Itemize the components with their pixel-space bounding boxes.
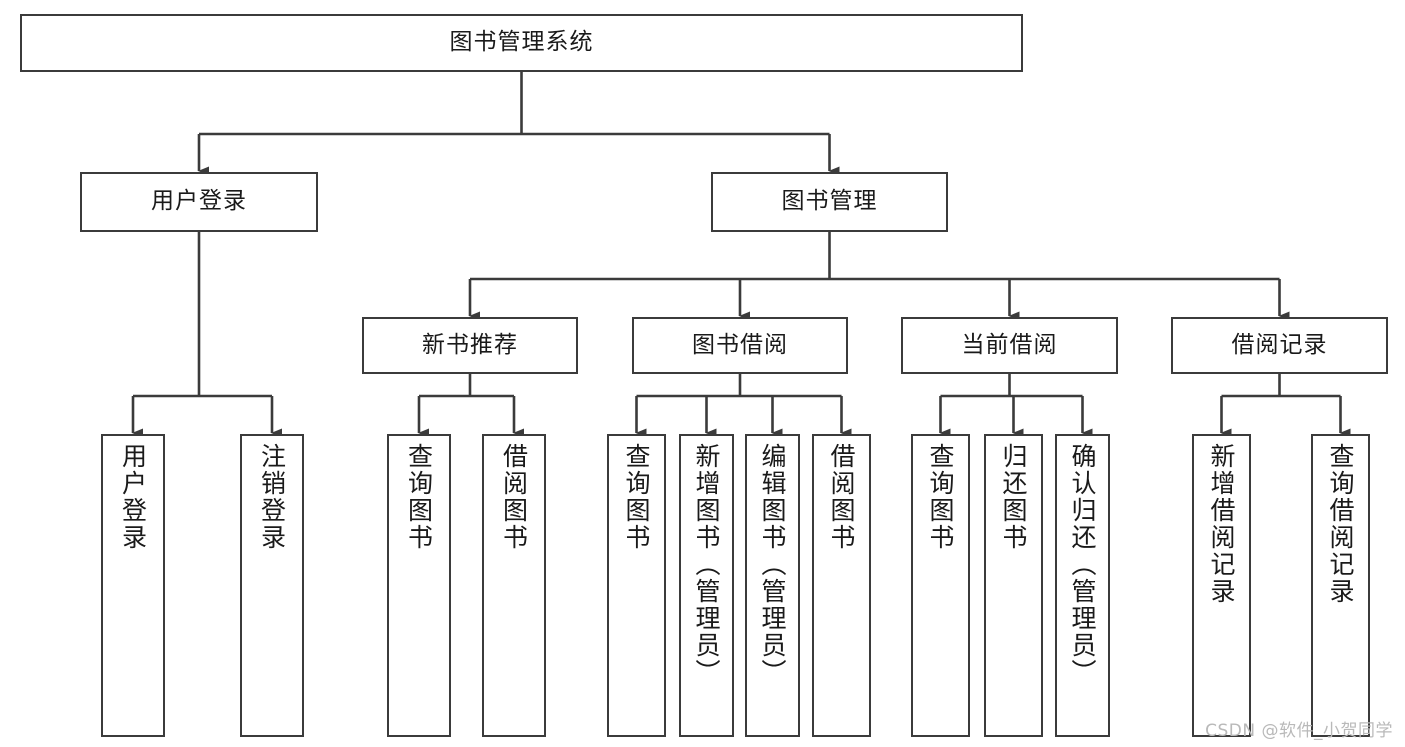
leaf-current-query-book[interactable]: 查询图书 <box>911 434 970 737</box>
node-label: 图书借阅 <box>692 331 788 358</box>
node-label: 用户登录 <box>151 188 247 215</box>
node-label: 编辑图书（管理员） <box>758 443 787 686</box>
leaf-borrow-add-book[interactable]: 新增图书（管理员） <box>679 434 734 737</box>
node-label: 借阅图书 <box>499 443 529 551</box>
leaf-borrow-edit-book[interactable]: 编辑图书（管理员） <box>745 434 800 737</box>
node-label: 归还图书 <box>999 443 1028 551</box>
node-user-login[interactable]: 用户登录 <box>80 172 318 232</box>
leaf-recommend-query-book[interactable]: 查询图书 <box>387 434 451 737</box>
leaf-user-login[interactable]: 用户登录 <box>101 434 165 737</box>
leaf-logout[interactable]: 注销登录 <box>240 434 304 737</box>
node-label: 查询图书 <box>926 443 955 551</box>
node-book-management[interactable]: 图书管理 <box>711 172 948 232</box>
leaf-current-return-book[interactable]: 归还图书 <box>984 434 1043 737</box>
leaf-borrow-borrow-book[interactable]: 借阅图书 <box>812 434 871 737</box>
leaf-record-add[interactable]: 新增借阅记录 <box>1192 434 1251 737</box>
leaf-borrow-query-book[interactable]: 查询图书 <box>607 434 666 737</box>
node-new-book-recommendation[interactable]: 新书推荐 <box>362 317 578 374</box>
leaf-current-confirm-return[interactable]: 确认归还（管理员） <box>1055 434 1110 737</box>
node-book-borrow[interactable]: 图书借阅 <box>632 317 848 374</box>
leaf-record-query[interactable]: 查询借阅记录 <box>1311 434 1370 737</box>
node-label: 新增借阅记录 <box>1207 443 1236 605</box>
node-label: 新书推荐 <box>422 331 518 358</box>
node-label: 借阅记录 <box>1231 331 1328 358</box>
node-label: 查询图书 <box>404 443 434 551</box>
csdn-watermark: CSDN @软件_小贺同学 <box>1205 721 1393 741</box>
node-borrow-record[interactable]: 借阅记录 <box>1171 317 1388 374</box>
node-label: 确认归还（管理员） <box>1068 443 1097 686</box>
node-label: 新增图书（管理员） <box>692 443 721 686</box>
leaf-recommend-borrow-book[interactable]: 借阅图书 <box>482 434 546 737</box>
node-label: 用户登录 <box>118 443 148 551</box>
node-current-borrow[interactable]: 当前借阅 <box>901 317 1118 374</box>
node-label: 借阅图书 <box>827 443 856 551</box>
node-label: 图书管理 <box>781 188 878 215</box>
node-label: 图书管理系统 <box>449 29 594 56</box>
node-label: 查询图书 <box>622 443 651 551</box>
node-label: 当前借阅 <box>961 331 1058 358</box>
node-root-system[interactable]: 图书管理系统 <box>20 14 1023 72</box>
node-label: 注销登录 <box>257 443 287 551</box>
node-label: 查询借阅记录 <box>1326 443 1355 605</box>
